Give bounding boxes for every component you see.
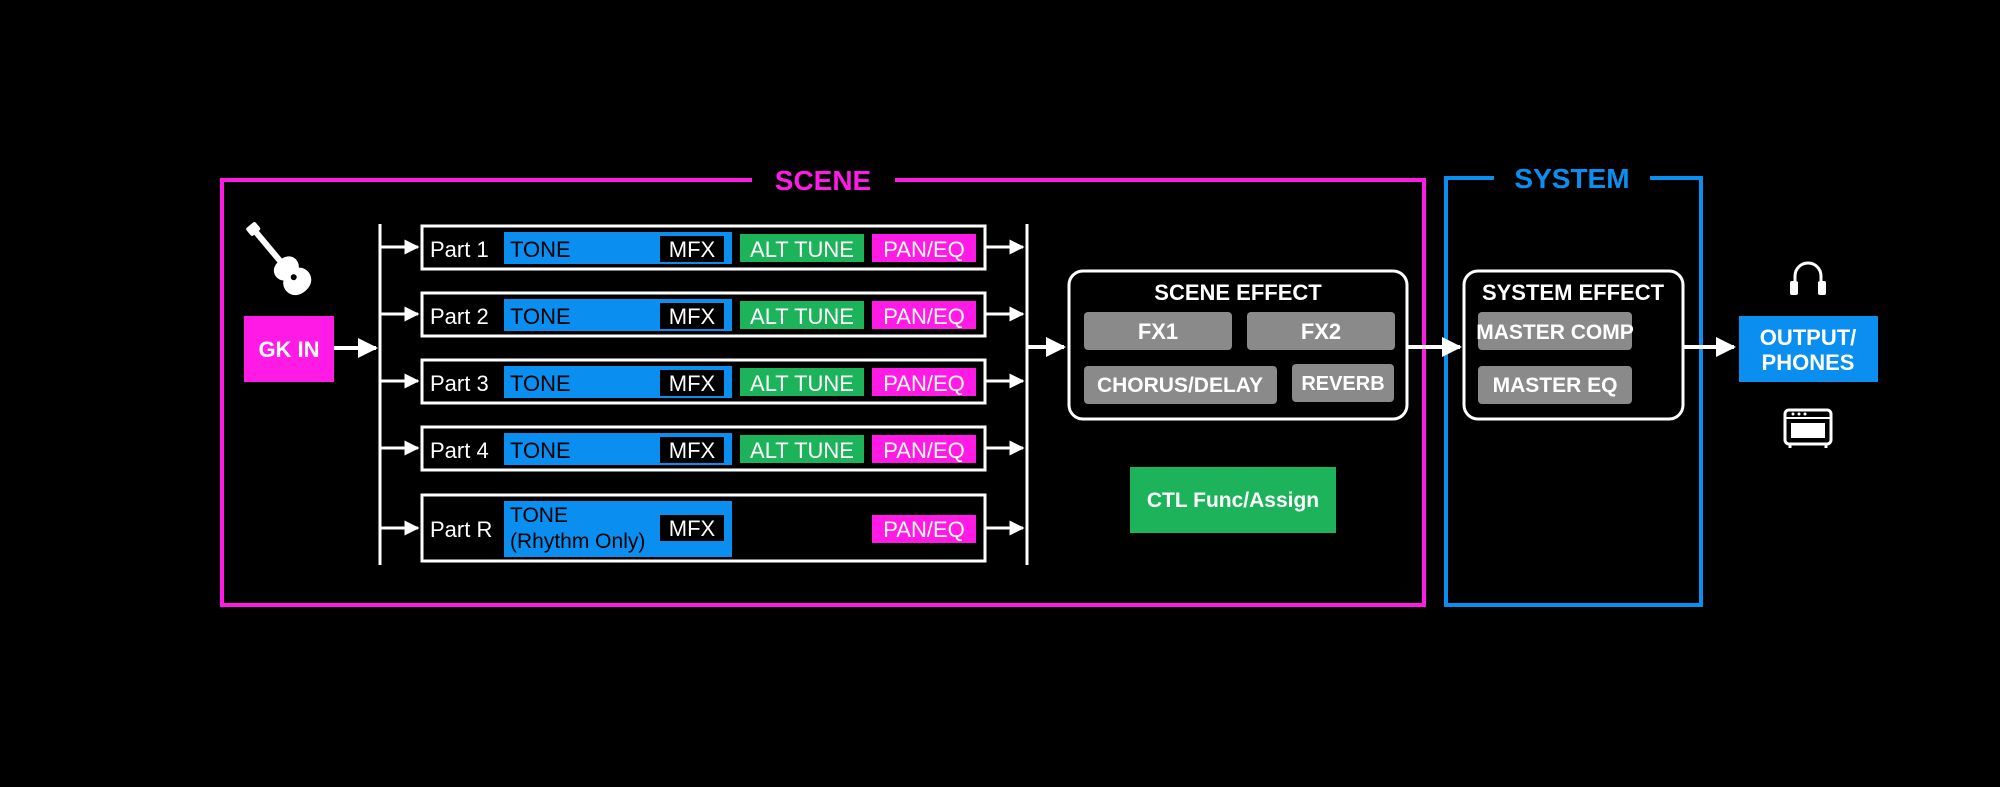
system-effect-title: SYSTEM EFFECT (1482, 280, 1665, 305)
pan-eq-label: PAN/EQ (883, 517, 965, 542)
part-row: Part 4 TONE MFX ALT TUNE PAN/EQ (380, 425, 1025, 472)
fx2-label: FX2 (1301, 319, 1341, 344)
headphones-icon (1790, 261, 1826, 295)
mfx-label: MFX (669, 237, 716, 262)
system-label: SYSTEM (1514, 163, 1629, 194)
fx1-label: FX1 (1138, 319, 1178, 344)
mfx-label: MFX (669, 304, 716, 329)
master-eq-button (1478, 366, 1632, 404)
alt-tune-label: ALT TUNE (750, 438, 854, 463)
scene-label: SCENE (775, 165, 871, 196)
master-comp-button (1478, 312, 1632, 350)
mfx-block (660, 303, 724, 329)
chorus-delay-button (1084, 366, 1277, 404)
mfx-label: MFX (669, 371, 716, 396)
pan-eq-label: PAN/EQ (883, 438, 965, 463)
rhythm-only-label: (Rhythm Only) (510, 530, 645, 553)
pan-eq-label: PAN/EQ (883, 304, 965, 329)
output-label-line2: PHONES (1762, 350, 1855, 375)
reverb-button (1292, 364, 1394, 402)
mfx-block (660, 515, 724, 541)
gk-in-block: GK IN (244, 316, 334, 382)
mfx-label: MFX (669, 516, 716, 541)
part-rows: Part 1 TONE MFX ALT TUNE PAN/EQ Part 2 T… (380, 224, 1025, 472)
mfx-block (660, 236, 724, 262)
gk-in-label: GK IN (258, 337, 319, 362)
pan-eq-block (872, 234, 976, 262)
system-frame: SYSTEM (1444, 163, 1703, 607)
alt-tune-label: ALT TUNE (750, 237, 854, 262)
tone-label: TONE (510, 438, 571, 463)
system-effect-block: SYSTEM EFFECT MASTER COMP MASTER EQ (1462, 269, 1685, 421)
alt-tune-block (740, 435, 864, 463)
part-row: Part 2 TONE MFX ALT TUNE PAN/EQ (380, 291, 1025, 338)
tone-label: TONE (510, 504, 568, 527)
ctl-label: CTL Func/Assign (1147, 489, 1319, 512)
scene-frame: SCENE (220, 165, 1426, 607)
reverb-label: REVERB (1301, 373, 1384, 395)
guitar-icon (246, 222, 312, 296)
master-comp-label: MASTER COMP (1476, 321, 1634, 344)
scene-effect-title: SCENE EFFECT (1154, 280, 1322, 305)
part-label: Part 3 (430, 371, 489, 396)
alt-tune-block (740, 301, 864, 329)
part-label: Part 2 (430, 304, 489, 329)
chorus-delay-label: CHORUS/DELAY (1097, 374, 1263, 397)
tone-label: TONE (510, 304, 571, 329)
pan-eq-label: PAN/EQ (883, 371, 965, 396)
output-label-line1: OUTPUT/ (1760, 325, 1857, 350)
alt-tune-label: ALT TUNE (750, 304, 854, 329)
fx1-button (1084, 312, 1232, 350)
pan-eq-label: PAN/EQ (883, 237, 965, 262)
scene-effect-block: SCENE EFFECT FX1 FX2 CHORUS/DELAY REVERB (1067, 269, 1409, 421)
alt-tune-label: ALT TUNE (750, 371, 854, 396)
part-label: Part 1 (430, 237, 489, 262)
master-eq-label: MASTER EQ (1493, 374, 1618, 397)
alt-tune-block (740, 368, 864, 396)
part-label: Part 4 (430, 438, 489, 463)
fx2-button (1247, 312, 1395, 350)
alt-tune-block (740, 234, 864, 262)
mfx-block (660, 437, 724, 463)
pan-eq-block (872, 515, 976, 543)
part-r-label: Part R (430, 517, 492, 542)
pan-eq-block (872, 368, 976, 396)
ctl-block: CTL Func/Assign (1130, 467, 1336, 533)
amplifier-icon (1783, 408, 1833, 448)
part-r-row: Part R TONE (Rhythm Only) MFX PAN/EQ (380, 493, 1025, 563)
pan-eq-block (872, 435, 976, 463)
tone-label: TONE (510, 371, 571, 396)
tone-label: TONE (510, 237, 571, 262)
part-row: Part 3 TONE MFX ALT TUNE PAN/EQ (380, 358, 1025, 405)
pan-eq-block (872, 301, 976, 329)
mfx-label: MFX (669, 438, 716, 463)
output-block: OUTPUT/ PHONES (1739, 316, 1878, 382)
part-row: Part 1 TONE MFX ALT TUNE PAN/EQ (380, 224, 1025, 271)
mfx-block (660, 370, 724, 396)
